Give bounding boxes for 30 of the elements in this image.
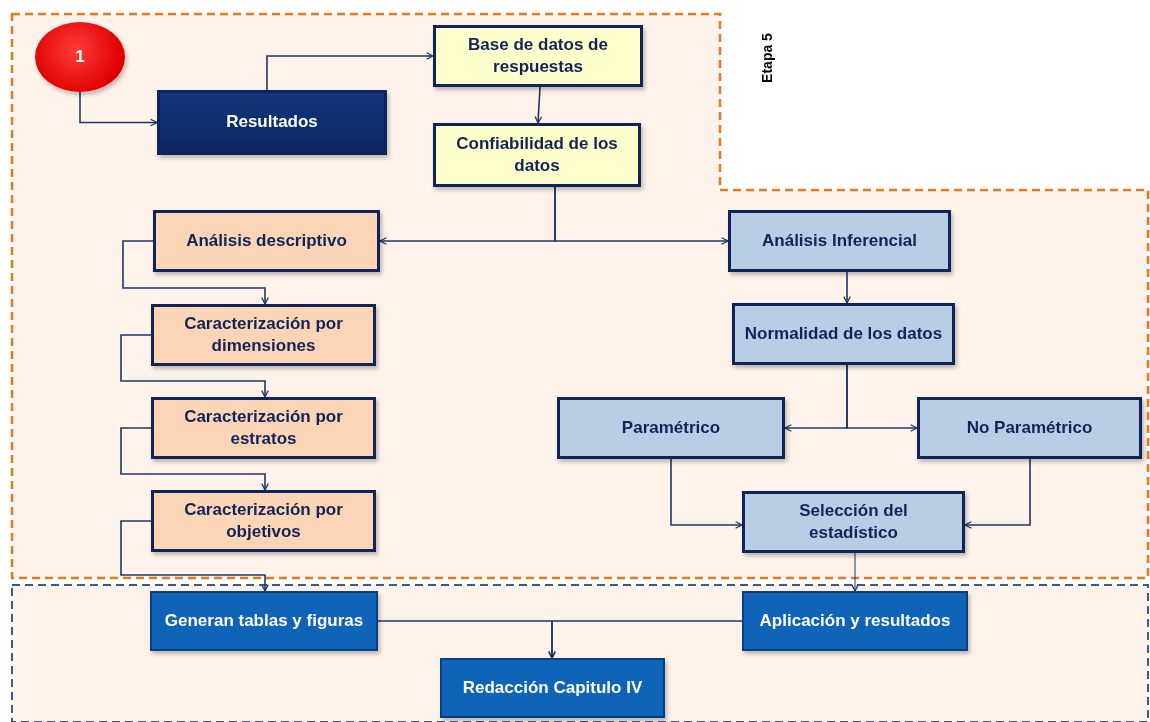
process-box: Análisis descriptivo bbox=[153, 210, 380, 272]
arrow bbox=[964, 458, 1031, 529]
process-box: Paramétrico bbox=[557, 397, 785, 459]
process-box: No Paramétrico bbox=[917, 397, 1142, 459]
arrow bbox=[120, 334, 269, 398]
arrow bbox=[534, 86, 543, 124]
arrow bbox=[266, 52, 434, 91]
process-box: Caracterización por objetivos bbox=[151, 490, 376, 552]
process-box: Caracterización por estratos bbox=[151, 397, 376, 459]
process-box: Selección del estadístico bbox=[742, 491, 965, 553]
arrow bbox=[554, 186, 729, 245]
stage-label: Etapa 5 bbox=[758, 33, 775, 83]
process-box: Aplicación y resultados bbox=[742, 591, 968, 651]
arrow bbox=[122, 240, 269, 305]
arrow bbox=[548, 620, 743, 659]
process-box: Caracterización por dimensiones bbox=[151, 304, 376, 366]
arrow bbox=[670, 458, 743, 529]
arrow bbox=[120, 520, 269, 592]
process-box: Generan tablas y figuras bbox=[150, 591, 378, 651]
process-box: Resultados bbox=[157, 90, 387, 155]
arrow bbox=[846, 364, 918, 432]
process-box: Confiabilidad de los datos bbox=[433, 123, 641, 187]
arrow bbox=[843, 271, 851, 304]
process-box: Base de datos de respuestas bbox=[433, 25, 643, 87]
arrow bbox=[851, 552, 859, 592]
process-box: Análisis Inferencial bbox=[728, 210, 951, 272]
arrow bbox=[79, 91, 158, 127]
process-box: Normalidad de los datos bbox=[732, 303, 955, 365]
process-box: Redacción Capitulo IV bbox=[440, 658, 665, 718]
arrow bbox=[120, 427, 269, 491]
